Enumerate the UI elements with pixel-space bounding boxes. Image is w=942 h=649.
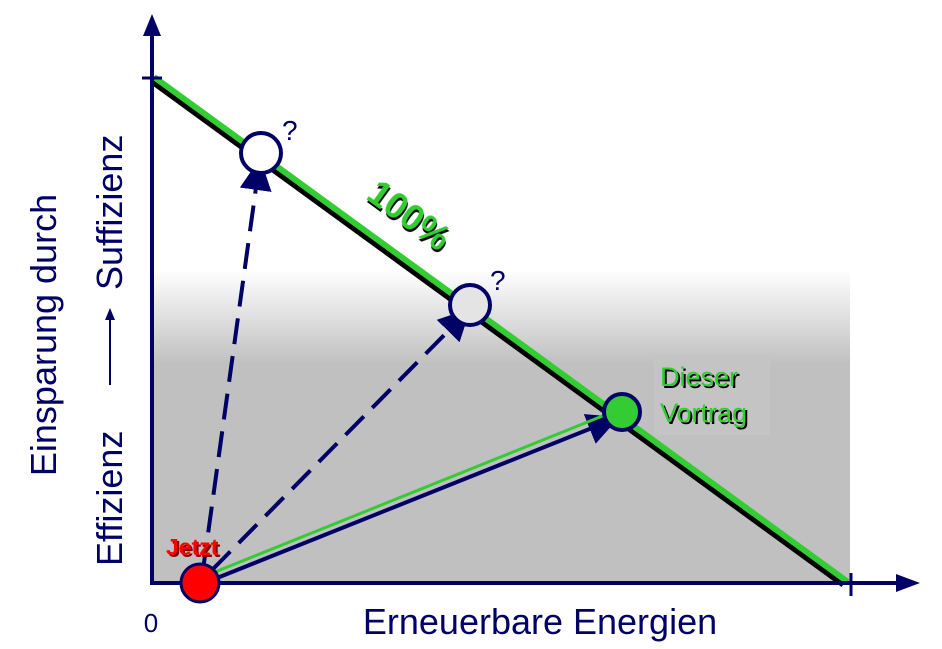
dashed-arrow-to-middle bbox=[210, 308, 471, 572]
question-mark-2: ? bbox=[490, 265, 506, 296]
y-axis-label-efficiency: Effizienz bbox=[89, 431, 130, 566]
current-circle bbox=[179, 562, 221, 604]
current-label: Jetzt bbox=[166, 534, 219, 560]
origin-label: 0 bbox=[144, 608, 158, 638]
y-axis-label-line1: Einsparung durch bbox=[23, 194, 64, 476]
y-axis-label-arrow-icon bbox=[105, 308, 115, 320]
target-circle bbox=[602, 392, 642, 432]
solid-arrow-to-target bbox=[211, 414, 620, 582]
target-label-line2: Vortrag bbox=[660, 398, 747, 428]
y-axis-label-sufficiency: Suffizienz bbox=[89, 135, 130, 290]
x-axis-arrow-icon bbox=[896, 574, 920, 592]
y-axis-arrow-icon bbox=[143, 14, 161, 36]
question-mark-1: ? bbox=[282, 115, 298, 146]
x-axis-label: Erneuerbare Energien bbox=[363, 601, 717, 642]
solid-arrow-green-highlight bbox=[209, 413, 606, 576]
target-label-line1: Dieser bbox=[660, 362, 738, 392]
dashed-arrow-to-sufficiency bbox=[201, 158, 272, 571]
label-background bbox=[654, 355, 770, 435]
option-circle-sufficiency bbox=[239, 131, 283, 175]
option-circle-middle bbox=[448, 283, 492, 327]
